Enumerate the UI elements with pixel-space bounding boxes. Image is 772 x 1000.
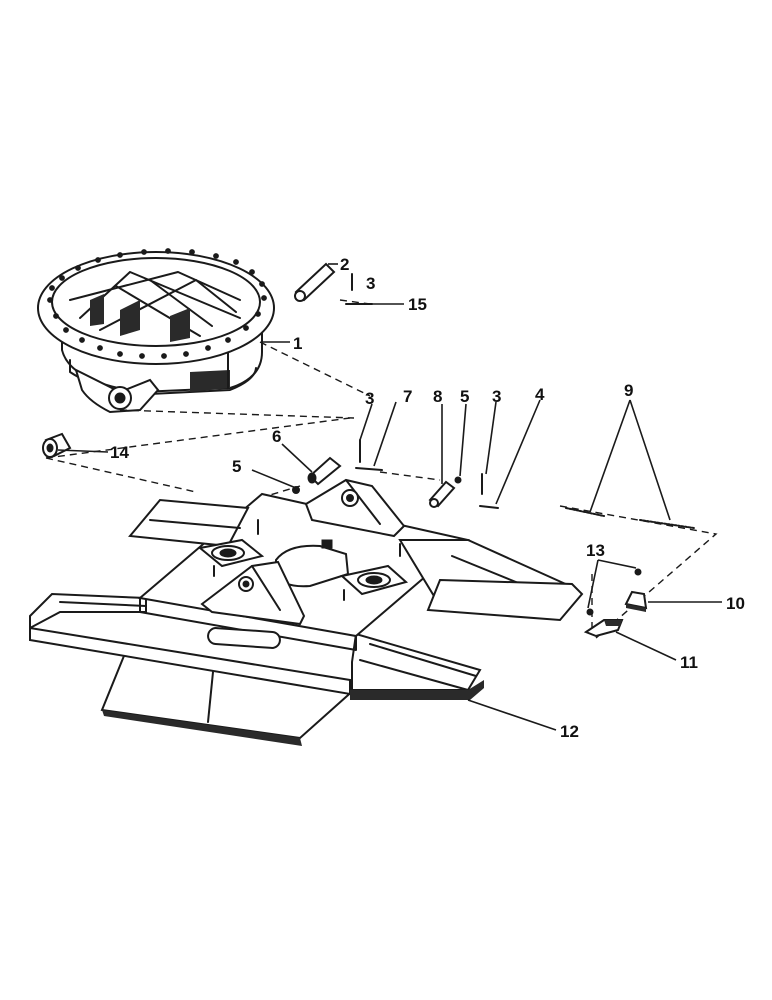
left-spring-cup — [197, 538, 265, 568]
callout-7: 7 — [403, 387, 412, 406]
lower-pivot-lug — [200, 560, 306, 626]
callout-11: 11 — [680, 653, 698, 672]
callout-5-right: 5 — [460, 387, 469, 406]
callout-14: 14 — [110, 443, 129, 462]
callout-2: 2 — [340, 255, 349, 274]
washer-part-5-right — [454, 476, 462, 484]
bushing-part-14 — [42, 432, 72, 458]
right-spring-cup — [339, 564, 409, 596]
callout-15: 15 — [408, 295, 427, 314]
pin-part-8 — [428, 480, 456, 508]
frame-base-part-12 — [29, 478, 584, 746]
springs-part-9 — [565, 507, 695, 529]
ring-bolt-holes — [47, 248, 267, 359]
callout-12: 12 — [560, 722, 579, 741]
washer-part-5-left — [292, 486, 300, 494]
callout-3-mid: 3 — [365, 389, 374, 408]
callout-8: 8 — [433, 387, 442, 406]
bolt-part-4 — [479, 505, 499, 509]
callout-9: 9 — [624, 381, 633, 400]
callout-6: 6 — [272, 427, 281, 446]
callout-leaders — [57, 263, 722, 731]
pin-part-6 — [307, 456, 342, 486]
upper-pivot-lug — [304, 478, 406, 538]
callout-3-right: 3 — [492, 387, 501, 406]
callout-labels: 1 2 3 15 14 3 7 6 5 8 5 3 4 9 13 10 11 1… — [110, 255, 745, 741]
callout-5-left: 5 — [232, 457, 241, 476]
washers-part-13 — [586, 568, 642, 616]
pin-part-7 — [355, 467, 383, 471]
turntable-ring-part-1 — [37, 248, 275, 414]
pin-part-2 — [294, 262, 336, 302]
callout-3-top: 3 — [366, 274, 375, 293]
wedge-part-11 — [583, 619, 624, 638]
callout-1: 1 — [293, 334, 302, 353]
callout-4: 4 — [535, 385, 545, 404]
block-part-10 — [624, 590, 648, 612]
callout-13: 13 — [586, 541, 605, 560]
callout-10: 10 — [726, 594, 745, 613]
